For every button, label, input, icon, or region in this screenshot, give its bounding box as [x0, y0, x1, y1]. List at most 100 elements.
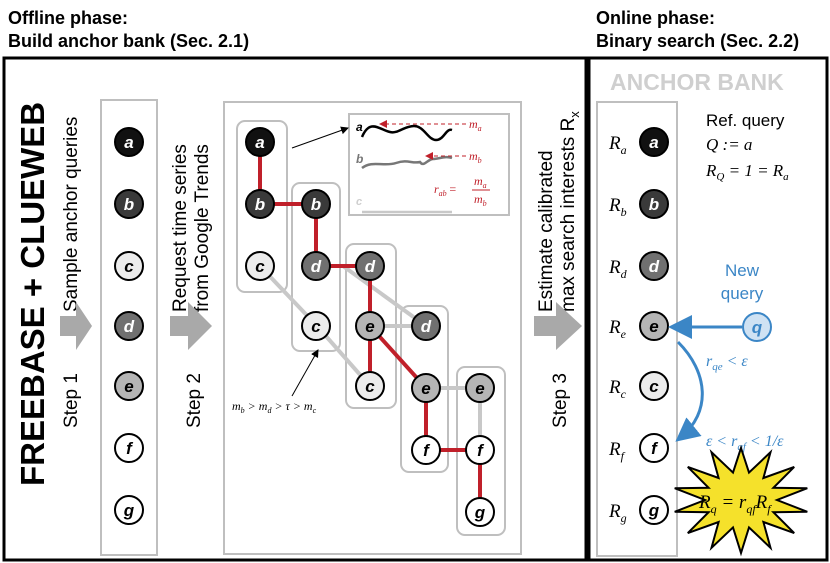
annotation-text: mb > md > τ > mc: [232, 399, 317, 415]
bank-node-g: g: [639, 495, 669, 525]
inset-series-c: c: [356, 196, 362, 208]
graph-node-e-10: e: [411, 373, 441, 403]
bank-node-c: c: [639, 371, 669, 401]
graph-node-a-0-circle: [245, 127, 275, 157]
bank-node-a-label: a: [649, 133, 658, 152]
ref-query-line3: RQ = 1 = Ra: [705, 161, 789, 183]
graph-node-d-4-circle: [301, 251, 331, 281]
anchor-node-c: c: [114, 251, 144, 281]
query-node-label: q: [752, 318, 763, 337]
bank-label-b: Rb: [608, 195, 627, 219]
anchor-bank-title: ANCHOR BANK: [610, 69, 784, 95]
bank-node-e-label: e: [649, 317, 658, 336]
graph-node-c-5-label: c: [311, 317, 321, 336]
anchor-node-g-label: g: [123, 501, 135, 520]
anchor-node-a-label: a: [124, 133, 133, 152]
graph-node-e-7-circle: [355, 311, 385, 341]
new-query-line1: New: [725, 261, 760, 280]
graph-node-e-10-circle: [411, 373, 441, 403]
graph-node-f-13-circle: [465, 435, 495, 465]
result-starburst: [674, 444, 808, 557]
online-header-line1: Online phase:: [596, 8, 715, 28]
inset-series-b: b: [356, 152, 363, 166]
online-header-line2: Binary search (Sec. 2.2): [596, 31, 799, 51]
bank-label-c: Rc: [608, 377, 627, 401]
bank-node-b-label: b: [649, 195, 659, 214]
anchor-node-f-circle: [114, 433, 144, 463]
group-box-1: [236, 120, 288, 293]
step3-arrow: [534, 302, 582, 350]
graph-node-f-11: f: [411, 435, 441, 465]
graph-node-f-13: f: [465, 435, 495, 465]
graph-node-g-14-label: g: [474, 503, 486, 522]
graph-node-e-7: e: [355, 311, 385, 341]
step2-description-line1: Request time series: [170, 144, 191, 312]
anchor-node-e: e: [114, 371, 144, 401]
step2-description-line2: from Google Trends: [192, 144, 213, 312]
bank-node-d-circle: [639, 251, 669, 281]
graph-node-c-2-label: c: [255, 257, 265, 276]
anchor-node-g-circle: [114, 495, 144, 525]
graph-node-c-5: c: [301, 311, 331, 341]
graph-node-d-6-circle: [355, 251, 385, 281]
inset-ratio-denominator: mb: [474, 192, 487, 208]
anchor-node-e-label: e: [124, 377, 133, 396]
anchor-node-a: a: [114, 127, 144, 157]
step1-description: Sample anchor queries: [61, 117, 82, 312]
graph-node-g-14: g: [465, 497, 495, 527]
bank-node-f: f: [639, 433, 669, 463]
graph-node-a-0-label: a: [255, 133, 264, 152]
query-node: [742, 312, 772, 342]
bank-label-a: Ra: [608, 133, 627, 157]
bank-node-b: b: [639, 189, 669, 219]
bank-node-c-circle: [639, 371, 669, 401]
graph-node-c-2: c: [245, 251, 275, 281]
step1-label: Step 1: [61, 373, 82, 428]
anchor-node-e-circle: [114, 371, 144, 401]
graph-node-d-6-label: d: [365, 257, 376, 276]
anchor-sample-box: [100, 99, 158, 556]
graph-node-e-7-label: e: [365, 317, 374, 336]
graph-node-d-4-label: d: [311, 257, 322, 276]
bank-label-d: Rd: [608, 257, 628, 281]
graph-node-c-8-circle: [355, 371, 385, 401]
inset-ratio-label: rab=: [434, 182, 457, 198]
graph-node-b-3: b: [301, 189, 331, 219]
graph-node-c-2-circle: [245, 251, 275, 281]
bank-node-g-label: g: [648, 501, 660, 520]
inset-ratio-numerator: ma: [474, 174, 487, 190]
graph-node-e-12-circle: [465, 373, 495, 403]
bank-node-f-circle: [639, 433, 669, 463]
bank-node-c-label: c: [649, 377, 659, 396]
graph-node-f-11-label: f: [423, 441, 431, 460]
inset-mb-label: mb: [469, 149, 482, 165]
step1-arrow: [60, 302, 92, 350]
inset-ma-label: ma: [469, 117, 482, 133]
graph-node-b-1-label: b: [255, 195, 265, 214]
anchor-node-d-label: d: [124, 317, 135, 336]
anchor-node-b: b: [114, 189, 144, 219]
bank-label-f: Rf: [608, 439, 626, 463]
anchor-node-d-circle: [114, 311, 144, 341]
step2-arrow: [170, 302, 212, 350]
bank-label-g: Rg: [608, 501, 627, 525]
anchor-node-g: g: [114, 495, 144, 525]
offline-frame: [2, 56, 588, 562]
graph-node-b-3-label: b: [311, 195, 321, 214]
graph-node-d-9-label: d: [421, 317, 432, 336]
anchor-node-c-circle: [114, 251, 144, 281]
annotation-arrow: [291, 349, 319, 397]
ref-query-line2: Q := a: [706, 135, 752, 154]
online-frame: [587, 56, 829, 562]
bank-node-f-label: f: [651, 439, 659, 458]
condition-1: rqe < ε: [706, 353, 748, 373]
offline-header-line2: Build anchor bank (Sec. 2.1): [8, 31, 249, 51]
anchor-node-b-label: b: [124, 195, 134, 214]
graph-node-e-10-label: e: [421, 379, 430, 398]
bank-node-b-circle: [639, 189, 669, 219]
graph-node-c-8: c: [355, 371, 385, 401]
